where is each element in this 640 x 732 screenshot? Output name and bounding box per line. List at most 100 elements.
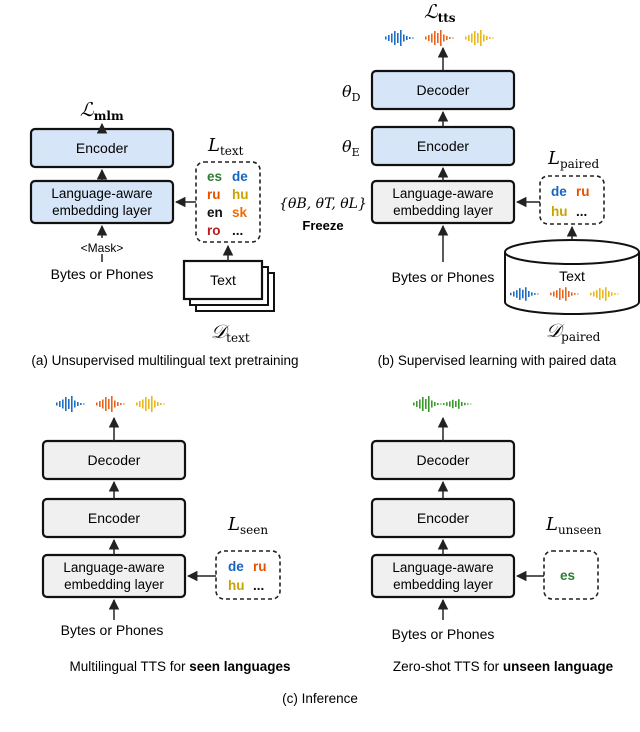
panel-c-right: Decoder Encoder Language-aware embedding…: [370, 396, 614, 674]
waveform-bar: [108, 399, 110, 409]
waveform-bar: [440, 403, 442, 405]
panel-c-right-input-label: Bytes or Phones: [392, 626, 495, 642]
waveform-bar: [157, 402, 159, 406]
waveform-bar: [522, 289, 524, 299]
panel-a-encoder-label: Encoder: [76, 140, 128, 156]
lang-code-ru: ru: [576, 184, 590, 199]
waveform-bar: [428, 35, 430, 41]
waveform-bar: [461, 401, 463, 407]
panel-b-decoder-label: Decoder: [417, 82, 470, 98]
waveform-bar: [154, 400, 156, 408]
waveform-bar: [416, 401, 418, 407]
waveform-bar: [99, 401, 101, 407]
panel-b-output-waveform: [385, 30, 494, 46]
lang-code-sk: sk: [232, 205, 248, 220]
panel-b-theta-e: θE: [342, 137, 360, 159]
panel-b-input-label: Bytes or Phones: [392, 269, 495, 285]
waveform-bar: [477, 33, 479, 43]
waveform-bar: [400, 30, 402, 46]
panel-b-embed-line2: embedding layer: [393, 203, 493, 218]
waveform-bar: [105, 397, 107, 411]
panel-b-db-label: Text: [559, 268, 585, 284]
waveform-bar: [571, 292, 573, 296]
waveform-bar: [96, 402, 98, 406]
waveform-bar: [59, 401, 61, 407]
waveform-bar: [596, 290, 598, 298]
waveform-bar: [422, 397, 424, 411]
lang-code-en: en: [207, 205, 223, 220]
panel-c-left-langset-box: [215, 550, 281, 600]
waveform-bar: [403, 34, 405, 42]
lang-code-es: es: [207, 169, 222, 184]
waveform-bar: [605, 287, 607, 301]
waveform-bar: [148, 399, 150, 409]
panel-b-db-top: [504, 239, 640, 265]
waveform-bar: [425, 36, 427, 40]
waveform-bar: [145, 397, 147, 411]
lang-code-hu: hu: [551, 204, 568, 219]
waveform-bar: [525, 287, 527, 301]
panel-b-embed-line1: Language-aware: [392, 186, 493, 201]
waveform-bar: [568, 291, 570, 297]
panel-b-theta-d: θD: [342, 82, 361, 104]
waveform-bar: [452, 37, 454, 39]
waveform-bar: [452, 399, 454, 409]
panel-b-freeze-label: Freeze: [302, 218, 343, 233]
lang-code-ro: ro: [207, 223, 221, 238]
waveform-bar: [449, 37, 451, 39]
waveform-bar: [428, 396, 430, 412]
waveform-bar: [590, 292, 592, 296]
lang-code-es: es: [560, 568, 575, 583]
waveform-bar: [608, 291, 610, 297]
waveform-bar: [617, 293, 619, 295]
panel-c-right-encoder-label: Encoder: [417, 510, 469, 526]
waveform-bar: [388, 35, 390, 41]
waveform-bar: [458, 399, 460, 409]
panel-a-caption: (a) Unsupervised multilingual text pretr…: [31, 353, 298, 368]
waveform-bar: [510, 292, 512, 296]
lang-code-hu: hu: [228, 578, 245, 593]
panel-b-encoder-label: Encoder: [417, 138, 469, 154]
waveform-bar: [489, 37, 491, 39]
waveform-bar: [71, 396, 73, 412]
waveform-bar: [599, 288, 601, 300]
lang-code-more: ...: [253, 578, 264, 593]
waveform-bar: [455, 401, 457, 407]
waveform-bar: [550, 292, 552, 296]
waveform-bar: [413, 402, 415, 406]
lang-code-ru: ru: [207, 187, 221, 202]
panel-c-left-output-waveform: [56, 396, 165, 412]
panel-c-right-caption: Zero-shot TTS for unseen language: [393, 659, 614, 674]
panel-b-dataset-label: 𝒟paired: [546, 320, 601, 344]
panel-a-doc-front: [182, 259, 264, 301]
waveform-bar: [394, 31, 396, 45]
panel-c-left-langset-label: Lseen: [227, 514, 268, 537]
waveform-bar: [160, 403, 162, 405]
lang-code-de: de: [232, 169, 248, 184]
panel-a-input-label: Bytes or Phones: [51, 266, 154, 282]
waveform-bar: [528, 291, 530, 297]
waveform-bar: [559, 288, 561, 300]
waveform-bar: [163, 403, 165, 405]
waveform-bar: [465, 36, 467, 40]
panel-c-right-decoder-label: Decoder: [417, 452, 470, 468]
waveform-bar: [431, 33, 433, 43]
panel-b-db-waveform: [510, 287, 619, 301]
waveform-bar: [111, 396, 113, 412]
waveform-bar: [123, 403, 125, 405]
panel-a-langset-box: [195, 161, 261, 243]
waveform-bar: [391, 33, 393, 43]
waveform-bar: [62, 399, 64, 409]
panel-a-dataset-label: 𝒟text: [211, 321, 250, 345]
waveform-bar: [492, 37, 494, 39]
waveform-bar: [483, 34, 485, 42]
waveform-bar: [102, 399, 104, 409]
panel-a-langset-label: Ltext: [207, 135, 244, 158]
waveform-bar: [468, 35, 470, 41]
panel-c-right-langset-label: Lunseen: [545, 514, 602, 537]
